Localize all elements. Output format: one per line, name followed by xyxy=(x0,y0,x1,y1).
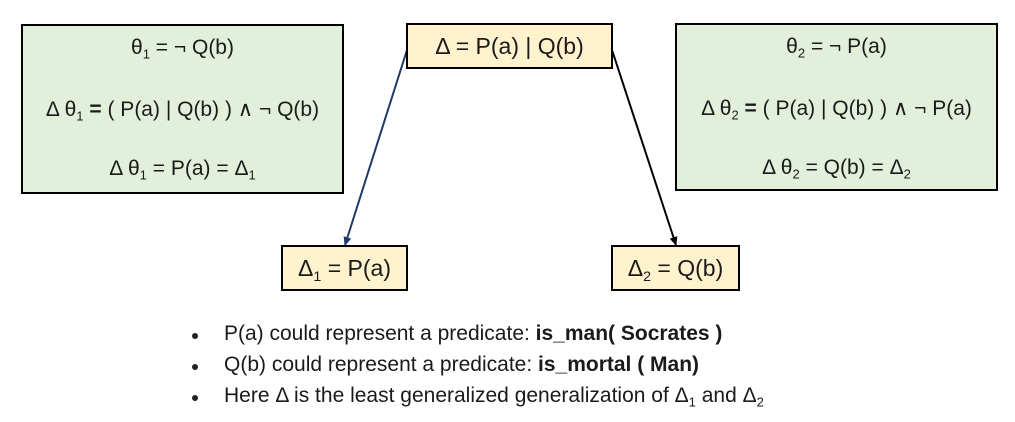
left-result-line: Δ θ1 = P(a) = Δ1 xyxy=(109,157,256,183)
left-delta-theta-line: Δ θ1 = ( P(a) | Q(b) ) ∧ ¬ Q(b) xyxy=(45,98,320,124)
left-theta-line: θ1 = ¬ Q(b) xyxy=(131,36,234,62)
right-theta-line: θ2 = ¬ P(a) xyxy=(786,35,887,61)
bullet-dot-icon xyxy=(192,395,198,401)
arrow-root-to-delta2 xyxy=(611,49,678,246)
right-result-line: Δ θ2 = Q(b) = Δ2 xyxy=(762,156,911,182)
child-node-delta1: Δ1 = P(a) xyxy=(281,245,408,291)
bullet-dot-icon xyxy=(192,364,198,370)
right-delta-theta-line: Δ θ2 = ( P(a) | Q(b) ) ∧ ¬ P(a) xyxy=(701,97,972,123)
arrow-root-to-delta1 xyxy=(343,49,408,246)
right-theta-box: θ2 = ¬ P(a) Δ θ2 = ( P(a) | Q(b) ) ∧ ¬ P… xyxy=(675,23,998,191)
root-node-label: Δ = P(a) | Q(b) xyxy=(435,32,584,59)
child-node-delta2-label: Δ2 = Q(b) xyxy=(627,254,724,285)
bullet-dot-icon xyxy=(192,333,198,339)
left-theta-box: θ1 = ¬ Q(b) Δ θ1 = ( P(a) | Q(b) ) ∧ ¬ Q… xyxy=(21,24,344,194)
child-node-delta1-label: Δ1 = P(a) xyxy=(298,254,391,285)
root-node: Δ = P(a) | Q(b) xyxy=(406,23,613,69)
child-node-delta2: Δ2 = Q(b) xyxy=(611,245,740,291)
